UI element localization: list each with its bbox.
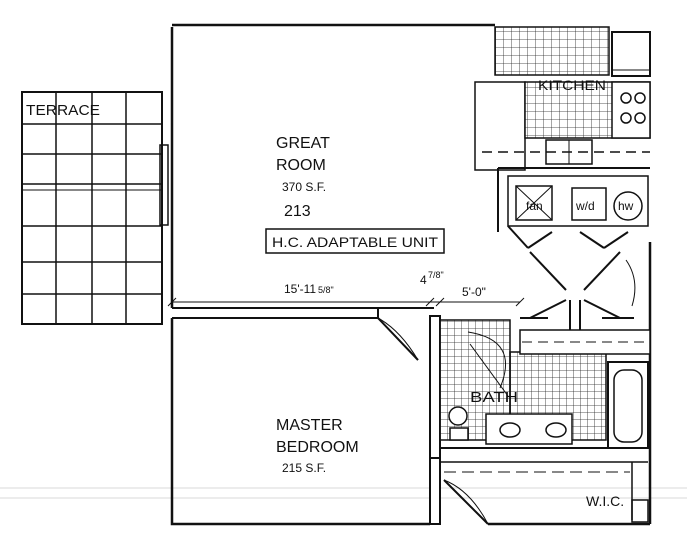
corridor-width-text: 15'-11: [284, 282, 316, 296]
hc-note-box: [265, 228, 445, 254]
great-room-area: 370 S.F.: [282, 180, 326, 194]
terrace: [21, 91, 169, 325]
wall-offset-fraction: 7/8": [428, 270, 444, 280]
walk-in-closet: [429, 457, 649, 525]
bath: [429, 315, 651, 459]
hc-note-text: H.C. ADAPTABLE UNIT: [272, 234, 438, 250]
wall-offset-dimension: 4 7/8": [420, 270, 444, 287]
bedroom-door: [377, 317, 419, 361]
water-heater-label: hw: [618, 199, 634, 213]
wic-label: W.I.C.: [586, 493, 624, 509]
laundry-closet: [507, 175, 649, 249]
bath-label: BATH: [470, 389, 518, 406]
washer-dryer-label: w/d: [575, 199, 595, 213]
master-bedroom-label-line1: MASTER: [276, 417, 343, 434]
hall-closet-doors: [520, 251, 636, 330]
dimension-line: [167, 297, 525, 307]
great-room-label-line2: ROOM: [276, 157, 326, 174]
kitchen-label: KITCHEN: [538, 77, 606, 93]
corridor-width-fraction: 5/8": [318, 285, 334, 295]
corridor-width-dimension: 15'-11 5/8": [284, 282, 334, 296]
terrace-label: TERRACE: [26, 102, 100, 119]
great-room-label-line1: GREAT: [276, 135, 330, 152]
fan-label: fan: [526, 199, 543, 213]
great-room-number: 213: [284, 203, 311, 220]
master-bedroom-area: 215 S.F.: [282, 461, 326, 475]
exterior-walls: [170, 23, 652, 526]
kitchen: [474, 26, 651, 232]
wall-offset-text: 4: [420, 273, 427, 287]
divider-wall: [172, 307, 434, 319]
master-bedroom-label-line2: BEDROOM: [276, 439, 359, 456]
bath-width-dimension: 5'-0": [462, 285, 486, 299]
scan-noise: [0, 487, 687, 499]
